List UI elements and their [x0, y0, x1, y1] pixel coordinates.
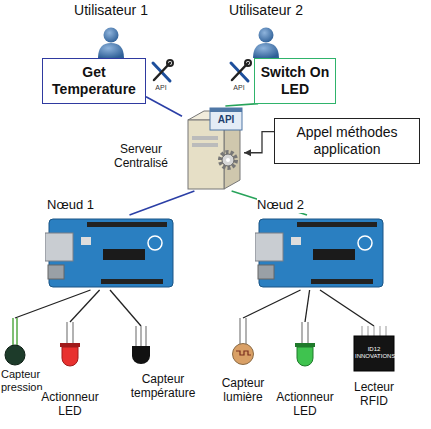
node-label: Nœud 2 — [257, 197, 313, 213]
sensor-label: Capteur lumière — [213, 376, 273, 405]
user-label: Utilisateur 1 — [56, 2, 166, 19]
chip-marking: ID12 INNOVATIONS — [355, 346, 393, 360]
led-actuator: Actionneur LED — [56, 322, 84, 368]
server-node: APIServeur Centralisé — [182, 106, 244, 191]
request-text: Get Temperature — [47, 64, 141, 98]
user-icon — [96, 26, 126, 58]
arduino-board — [45, 215, 175, 290]
api-label: API — [210, 114, 242, 126]
actuator-label: Actionneur LED — [272, 390, 338, 419]
user-icon: Utilisateur 2 — [251, 26, 281, 58]
request-text: Switch On LED — [259, 64, 331, 98]
rfid-reader: Lecteur RFIDID12 INNOVATIONS — [352, 326, 396, 372]
user-icon — [251, 26, 281, 58]
actuator-label: Actionneur LED — [37, 390, 103, 419]
api-tool-label: API — [227, 84, 251, 92]
connector-line — [243, 290, 301, 318]
reader-label: Lecteur RFID — [344, 380, 404, 409]
server-icon — [182, 106, 244, 191]
connector-line — [15, 290, 91, 318]
temperature-sensor — [130, 326, 152, 364]
user-icon: Utilisateur 1 — [96, 26, 126, 58]
sensor-label: Capteur température — [128, 372, 198, 401]
pressure-sensor: Capteur pression — [4, 318, 26, 366]
request-box: Switch On LED — [254, 58, 336, 104]
connector-line — [225, 104, 258, 106]
connector-line — [146, 97, 182, 116]
light-sensor — [232, 318, 254, 366]
led-symbol — [291, 322, 319, 368]
node-label: Nœud 1 — [47, 197, 103, 213]
user-label: Utilisateur 2 — [211, 2, 321, 19]
connector-line — [320, 290, 374, 326]
arduino-board — [255, 215, 385, 290]
connector-line — [130, 191, 195, 215]
arduino-node: Nœud 2 — [255, 215, 385, 290]
connector-line — [110, 290, 141, 326]
led-actuator: Actionneur LED — [291, 322, 319, 368]
led-symbol — [56, 322, 84, 368]
pressure-sensor — [4, 318, 26, 366]
arrow-head — [244, 149, 251, 156]
connector-line — [305, 290, 310, 322]
api-tool-label: API — [149, 84, 173, 92]
request-box: Get Temperature — [42, 58, 146, 104]
connector-line — [244, 132, 274, 153]
api-tool-icon — [231, 60, 251, 81]
temperature-sensor: Capteur température — [130, 326, 152, 364]
connector-line — [70, 290, 100, 322]
method-call-box: Appel méthodes application — [274, 118, 420, 164]
method-call-text: Appel méthodes application — [279, 124, 415, 158]
api-tool-icon — [153, 60, 173, 81]
arduino-node: Nœud 1 — [45, 215, 175, 290]
light-sensor: Capteur lumière — [232, 318, 254, 366]
server-label: Serveur Centralisé — [104, 142, 178, 171]
